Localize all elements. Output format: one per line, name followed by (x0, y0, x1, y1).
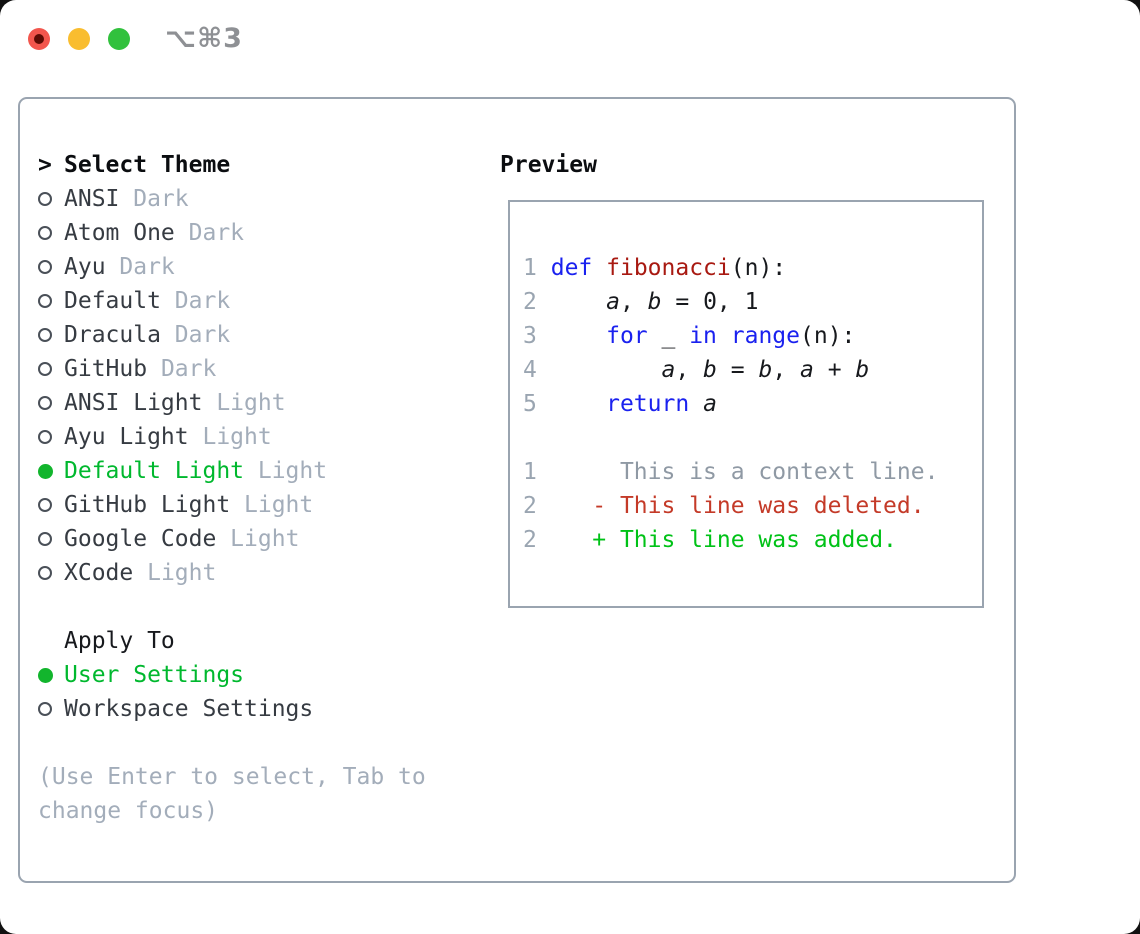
code-line: 1 def fibonacci(n): (523, 255, 787, 281)
apply-option-user-settings[interactable]: User Settings (38, 658, 426, 692)
preview-panel: 1 def fibonacci(n): 2 a, b = 0, 1 3 for _ … (508, 200, 984, 608)
variant-label: Light (244, 458, 328, 484)
code-line: 5 return a (523, 391, 717, 417)
minimize-button[interactable] (68, 28, 90, 50)
theme-option-github-light[interactable]: GitHub Light Light (38, 488, 426, 522)
code-line: 3 for _ in range(n): (523, 323, 856, 349)
variant-label: Dark (147, 356, 217, 382)
variant-label: Light (202, 390, 286, 416)
option-label: Ayu Light (64, 424, 189, 450)
code-line: 2 a, b = 0, 1 (523, 289, 759, 315)
select-theme-header: > Select Theme (38, 148, 426, 182)
radio-icon (38, 294, 52, 308)
radio-selected-icon (38, 667, 53, 683)
radio-icon (38, 566, 52, 580)
hint-line-1: (Use Enter to select, Tab to (38, 760, 426, 794)
spacer-row (38, 726, 426, 760)
option-label: User Settings (64, 662, 245, 688)
option-label: Default Light (64, 458, 245, 484)
prompt-cursor-icon: > (38, 152, 52, 178)
theme-option-ayu-light[interactable]: Ayu Light Light (38, 420, 426, 454)
option-label: Workspace Settings (64, 696, 314, 722)
theme-option-ayu[interactable]: Ayu Dark (38, 250, 426, 284)
theme-option-ansi-light[interactable]: ANSI Light Light (38, 386, 426, 420)
option-label: ANSI Light (64, 390, 203, 416)
option-label: Ayu (64, 254, 106, 280)
theme-option-default[interactable]: Default Dark (38, 284, 426, 318)
variant-label: Dark (174, 220, 245, 246)
code-line: 2 - This line was deleted. (523, 493, 925, 519)
radio-icon (38, 498, 52, 512)
radio-icon (38, 226, 52, 240)
theme-option-atom-one[interactable]: Atom One Dark (38, 216, 426, 250)
variant-label: Light (230, 492, 314, 518)
code-line: 2 + This line was added. (523, 527, 897, 553)
radio-icon (38, 430, 52, 444)
option-label: Atom One (64, 220, 175, 246)
option-label: GitHub (64, 356, 148, 382)
theme-option-xcode[interactable]: XCode Light (38, 556, 426, 590)
code-line (523, 421, 938, 455)
theme-option-google-code[interactable]: Google Code Light (38, 522, 426, 556)
theme-option-github[interactable]: GitHub Dark (38, 352, 426, 386)
window-title: ⌥⌘3 (165, 23, 243, 54)
preview-code: 1 def fibonacci(n): 2 a, b = 0, 1 3 for _ … (523, 251, 938, 557)
close-button-dot (34, 34, 44, 44)
option-label: ANSI (64, 186, 120, 212)
radio-icon (38, 702, 52, 716)
variant-label: Light (188, 424, 272, 450)
option-label: GitHub Light (64, 492, 231, 518)
preview-title: Preview (500, 152, 597, 178)
select-theme-title: Select Theme (64, 152, 231, 178)
radio-icon (38, 260, 52, 274)
option-label: XCode (64, 560, 134, 586)
code-line: 1 This is a context line. (523, 459, 939, 485)
apply-option-workspace-settings[interactable]: Workspace Settings (38, 692, 426, 726)
code-line: 4 a, b = b, a + b (523, 357, 870, 383)
theme-option-default-light[interactable]: Default Light Light (38, 454, 426, 488)
option-label: Google Code (64, 526, 217, 552)
variant-label: Dark (160, 288, 231, 314)
variant-label: Dark (119, 186, 189, 212)
hint-text: change focus) (38, 798, 219, 824)
radio-selected-icon (38, 463, 53, 479)
radio-icon (38, 362, 52, 376)
radio-icon (38, 192, 52, 206)
apply-to-header: Apply To (38, 624, 426, 658)
option-label: Dracula (64, 322, 161, 348)
variant-label: Light (133, 560, 217, 586)
hint-line-2: change focus) (38, 794, 426, 828)
zoom-button[interactable] (108, 28, 130, 50)
theme-option-dracula[interactable]: Dracula Dark (38, 318, 426, 352)
titlebar: ⌥⌘3 (0, 0, 1140, 78)
radio-icon (38, 396, 52, 410)
radio-icon (38, 532, 52, 546)
variant-label: Dark (105, 254, 175, 280)
hint-text: (Use Enter to select, Tab to (38, 764, 426, 790)
variant-label: Light (216, 526, 300, 552)
close-button[interactable] (28, 28, 50, 50)
radio-icon (38, 328, 52, 342)
spacer-row (38, 590, 426, 624)
theme-option-ansi[interactable]: ANSI Dark (38, 182, 426, 216)
variant-label: Dark (160, 322, 231, 348)
apply-to-title: Apply To (64, 628, 175, 654)
option-label: Default (64, 288, 161, 314)
